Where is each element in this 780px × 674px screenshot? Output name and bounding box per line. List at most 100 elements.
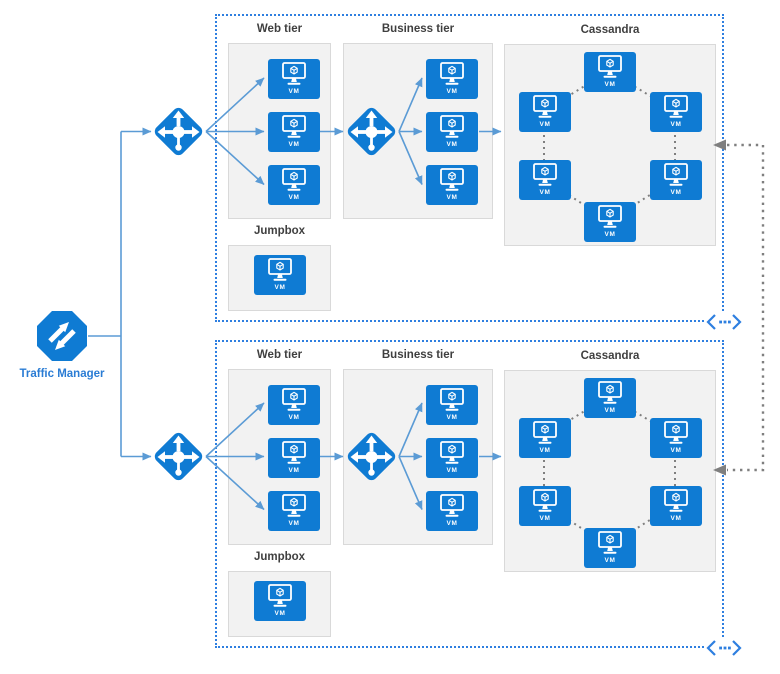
vm-label: VM [446,520,458,527]
web-tier-label: Web tier [256,349,303,361]
web-tier-label: Web tier [256,23,303,35]
vm-icon [282,441,306,464]
cassandra-label: Cassandra [580,24,640,36]
vm-icon [664,163,688,186]
vm-icon [664,489,688,512]
vm-label: VM [274,284,286,291]
vm-icon [440,62,464,85]
vm-icon [598,205,622,228]
traffic-manager-links [88,127,152,461]
vm-tile: VM [584,528,636,568]
jumpbox-label: Jumpbox [253,225,306,237]
vm-label: VM [288,194,300,201]
cassandra-vms: VM VM VM VM VM VM [504,370,716,572]
region-1-flow-arrows [205,77,502,186]
vm-label: VM [446,414,458,421]
vm-icon [282,494,306,517]
jumpbox-vms: VM [254,255,306,295]
vm-icon [664,95,688,118]
vm-icon [598,381,622,404]
vm-label: VM [670,515,682,522]
cassandra-label: Cassandra [580,350,640,362]
vm-icon [268,258,292,281]
load-balancer-icon [345,105,398,158]
business-tier-vms: VM VM VM [426,59,478,205]
gray-dotted-arrow-icon [713,464,726,476]
vm-label: VM [539,121,551,128]
vm-label: VM [670,121,682,128]
vm-label: VM [446,141,458,148]
vm-label: VM [288,467,300,474]
vm-tile: VM [426,165,478,205]
web-tier-vms: VM VM VM [268,59,320,205]
vm-label: VM [539,447,551,454]
vm-icon [282,168,306,191]
vm-label: VM [446,194,458,201]
vm-tile: VM [650,418,702,458]
vm-tile: VM [584,378,636,418]
vm-icon [282,388,306,411]
vm-tile: VM [426,438,478,478]
vm-tile: VM [268,112,320,152]
vm-label: VM [288,141,300,148]
vm-tile: VM [254,581,306,621]
traffic-manager-label: Traffic Manager [19,368,105,380]
vm-icon [268,584,292,607]
vm-icon [282,62,306,85]
region-connector-chevron-dots-icon [705,312,743,332]
vm-label: VM [446,467,458,474]
vm-tile: VM [519,418,571,458]
vm-tile: VM [426,491,478,531]
vm-icon [440,168,464,191]
vm-tile: VM [650,486,702,526]
vm-icon [440,388,464,411]
vm-label: VM [670,447,682,454]
vm-tile: VM [519,160,571,200]
vm-icon [598,55,622,78]
vm-tile: VM [268,438,320,478]
load-balancer-icon [345,430,398,483]
vm-tile: VM [426,385,478,425]
vm-icon [664,421,688,444]
vm-label: VM [604,407,616,414]
vm-label: VM [288,88,300,95]
vm-label: VM [446,88,458,95]
business-tier-vms: VM VM VM [426,385,478,531]
replication-link [713,139,765,476]
region-2: Web tier VM VM VM Business tier VM VM VM Cas… [215,340,724,648]
vm-tile: VM [254,255,306,295]
vm-icon [533,163,557,186]
region-1: Web tier VM VM VM Business tier VM VM VM Cas… [215,14,724,322]
vm-label: VM [604,231,616,238]
vm-icon [533,489,557,512]
load-balancer-icon [152,430,205,483]
vm-icon [282,115,306,138]
vm-tile: VM [519,92,571,132]
vm-tile: VM [268,59,320,99]
vm-icon [440,441,464,464]
gray-dotted-arrow-icon [713,139,726,151]
vm-label: VM [604,557,616,564]
vm-label: VM [670,189,682,196]
vm-icon [598,531,622,554]
vm-tile: VM [584,202,636,242]
vm-label: VM [539,515,551,522]
vm-label: VM [274,610,286,617]
web-tier-vms: VM VM VM [268,385,320,531]
vm-tile: VM [268,491,320,531]
vm-label: VM [539,189,551,196]
business-tier-label: Business tier [381,23,455,35]
jumpbox-label: Jumpbox [253,551,306,563]
vm-icon [533,421,557,444]
vm-tile: VM [268,385,320,425]
vm-tile: VM [519,486,571,526]
traffic-manager-icon [37,311,87,361]
vm-icon [533,95,557,118]
vm-label: VM [288,520,300,527]
jumpbox-vms: VM [254,581,306,621]
load-balancer-icon [152,105,205,158]
business-tier-label: Business tier [381,349,455,361]
region-connector-chevron-dots-icon [705,638,743,658]
